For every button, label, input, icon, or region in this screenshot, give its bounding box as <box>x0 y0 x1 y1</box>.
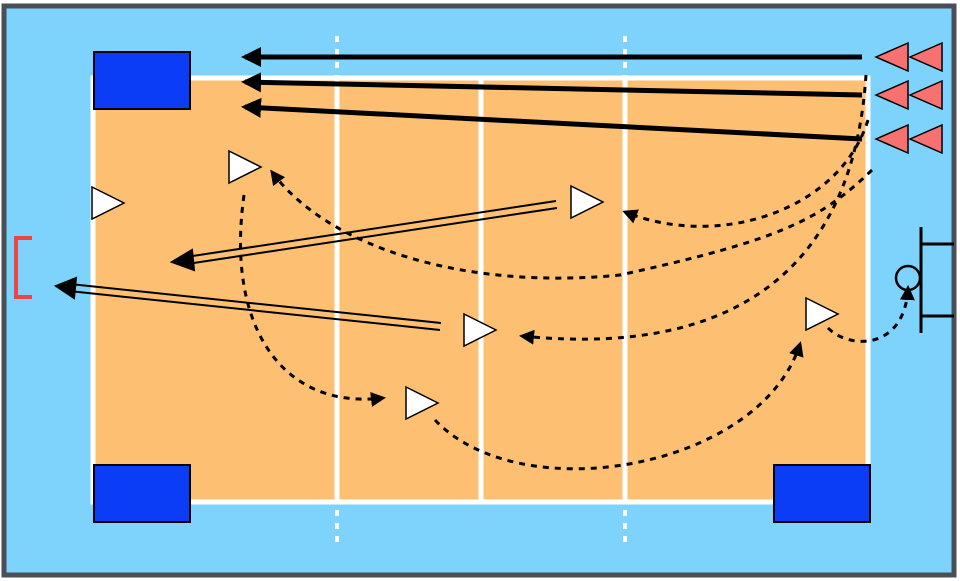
triangle-cone-icon <box>874 79 909 111</box>
pass-arrow <box>241 72 863 98</box>
shot-line <box>185 200 557 258</box>
coach-station <box>894 227 954 333</box>
zone-box-top-left <box>93 51 191 110</box>
triangle-cone-icon <box>874 41 909 73</box>
run-path <box>270 168 874 280</box>
triangle-player-icon <box>405 385 440 421</box>
goal-icon <box>14 236 32 299</box>
triangle-cone-icon <box>908 123 943 155</box>
shot-line <box>69 283 442 324</box>
cones <box>874 41 943 155</box>
triangle-cone-icon <box>908 79 943 111</box>
shot-line <box>186 207 558 265</box>
triangle-player-icon <box>463 312 498 348</box>
shot-arrowhead <box>53 276 78 300</box>
run-path <box>433 341 804 471</box>
triangle-player-icon <box>570 184 605 220</box>
court-lines <box>334 78 628 502</box>
zone-box-bottom-right <box>773 464 871 523</box>
zone-boxes <box>93 51 871 523</box>
run-path <box>826 285 915 343</box>
run-paths <box>239 74 915 471</box>
triangle-player-icon <box>228 149 263 185</box>
pass-arrow <box>241 97 863 142</box>
dashed-marks <box>335 36 627 548</box>
zone-box-bottom-left <box>93 464 191 523</box>
triangle-cone-icon <box>874 123 909 155</box>
triangle-player-icon <box>805 296 840 332</box>
triangle-player-icon <box>91 185 126 221</box>
players <box>91 149 840 421</box>
pass-lines <box>241 47 863 142</box>
shot-line <box>68 290 441 331</box>
shot-arrowhead <box>169 248 196 272</box>
run-path <box>239 194 386 407</box>
double-lines <box>53 200 558 331</box>
triangle-cone-icon <box>908 41 943 73</box>
